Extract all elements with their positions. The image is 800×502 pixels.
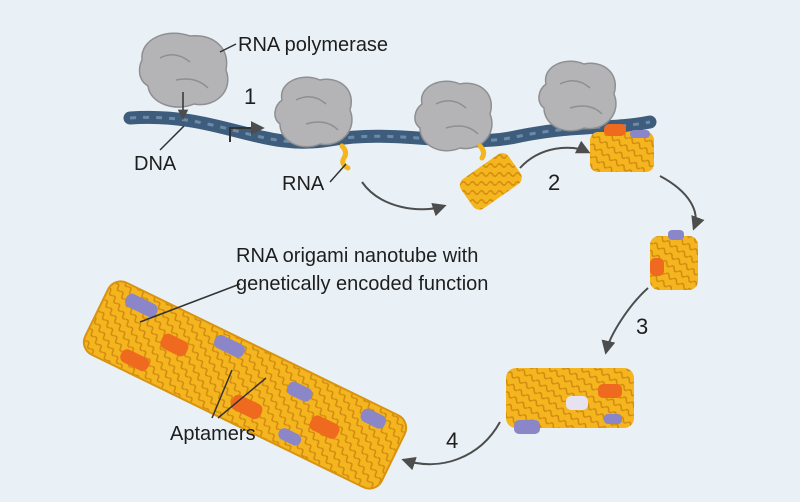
label-rna-polymerase: RNA polymerase [238,34,388,56]
rna-fold-intermediate-2 [590,124,654,172]
arrow-fold-2 [519,140,591,169]
rna-pointer-line [329,163,347,183]
step-number-2: 2 [548,170,560,195]
rna-polymerase-1 [274,76,353,148]
rna-origami-nanotube [82,280,408,490]
arrow-fold-3 [659,175,705,231]
step-number-4: 4 [446,428,458,453]
arrow-fold-4 [601,287,649,355]
rna-fold-intermediate-4 [506,368,634,434]
rna-polymerase-3 [538,60,617,132]
nanotube-pointer-line [139,283,241,323]
label-nanotube-line2: genetically encoded function [236,273,488,295]
rna-polymerase-free [138,32,229,108]
aptamer-pointer-line-1 [211,369,233,419]
rna-fold-intermediate-3 [650,230,698,290]
promoter-arrow [229,121,265,142]
step-number-3: 3 [636,314,648,339]
label-nanotube-line1: RNA origami nanotube with [236,245,478,267]
arrow-rna-to-fold [361,181,447,217]
dna-pointer-line [159,125,185,151]
arrow-to-nanotube [401,421,501,471]
step-number-1: 1 [244,84,256,109]
rna-fold-intermediate-1 [459,153,522,210]
label-aptamers: Aptamers [170,423,256,445]
label-rna: RNA [282,173,325,195]
aptamer-pointer-line-2 [217,377,267,419]
nascent-rna-medium [477,143,487,161]
rna-polymerase-2 [414,80,493,152]
polymerase-pointer-line [219,43,237,53]
label-dna: DNA [134,153,177,175]
